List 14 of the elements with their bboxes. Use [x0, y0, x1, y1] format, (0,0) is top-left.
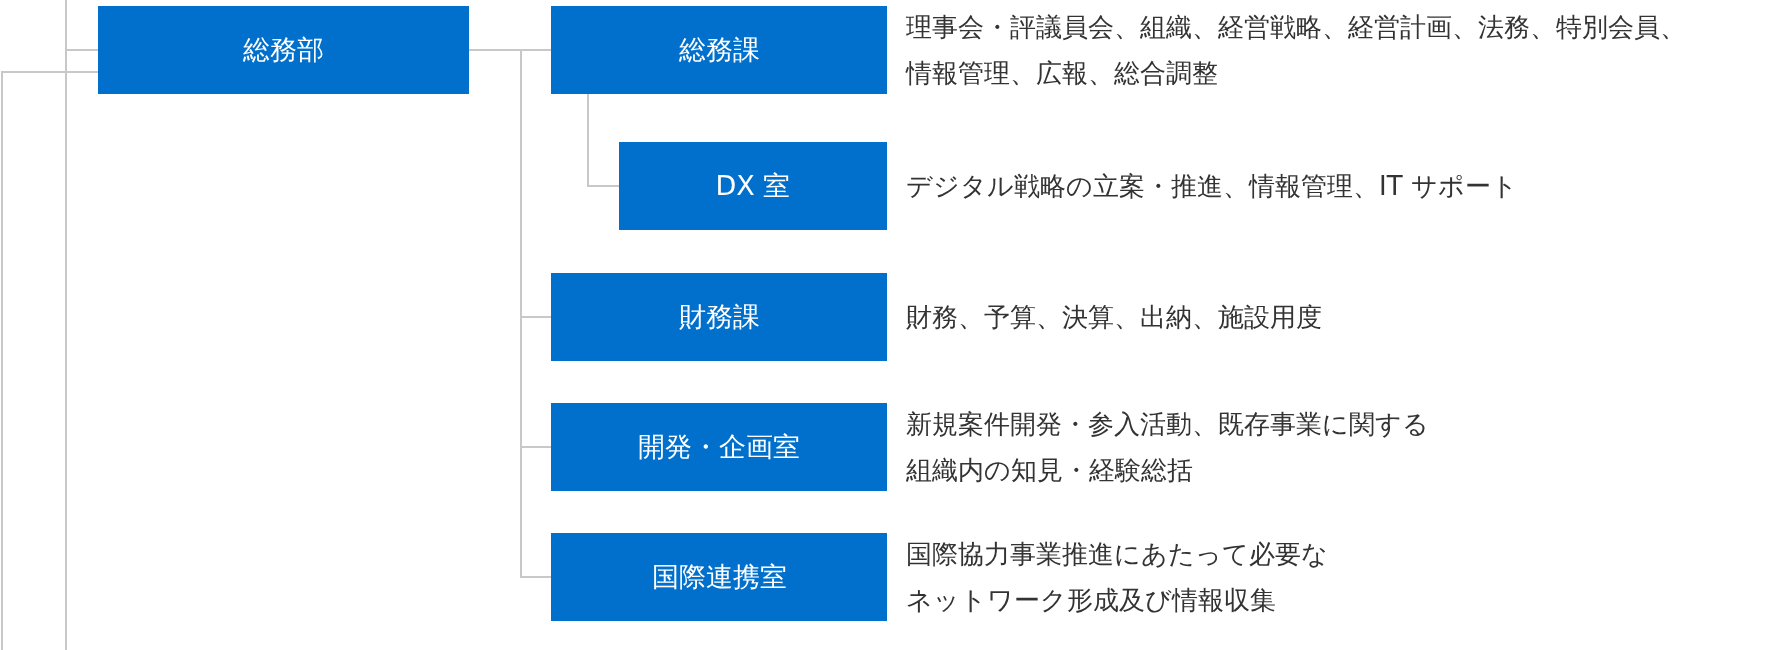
department-box: 財務課	[551, 273, 887, 361]
department-box: 総務課	[551, 6, 887, 94]
connector-line	[1, 71, 99, 650]
department-box: DX 室	[619, 142, 887, 230]
department-box: 開発・企画室	[551, 403, 887, 491]
connector-line	[587, 93, 620, 187]
department-box: 総務部	[98, 6, 469, 94]
description-text: デジタル戦略の立案・推進、情報管理、IT サポート	[906, 170, 1518, 203]
description-text: 新規案件開発・参入活動、既存事業に関する組織内の知見・経験総括	[906, 408, 1430, 487]
department-box: 国際連携室	[551, 533, 887, 621]
description-text: 財務、予算、決算、出納、施設用度	[906, 301, 1322, 334]
connector-line	[65, 0, 99, 650]
description-text: 理事会・評議員会、組織、経営戦略、経営計画、法務、特別会員、情報管理、広報、総合調整	[906, 11, 1687, 90]
description-text: 国際協力事業推進にあたって必要なネットワーク形成及び情報収集	[906, 538, 1329, 617]
